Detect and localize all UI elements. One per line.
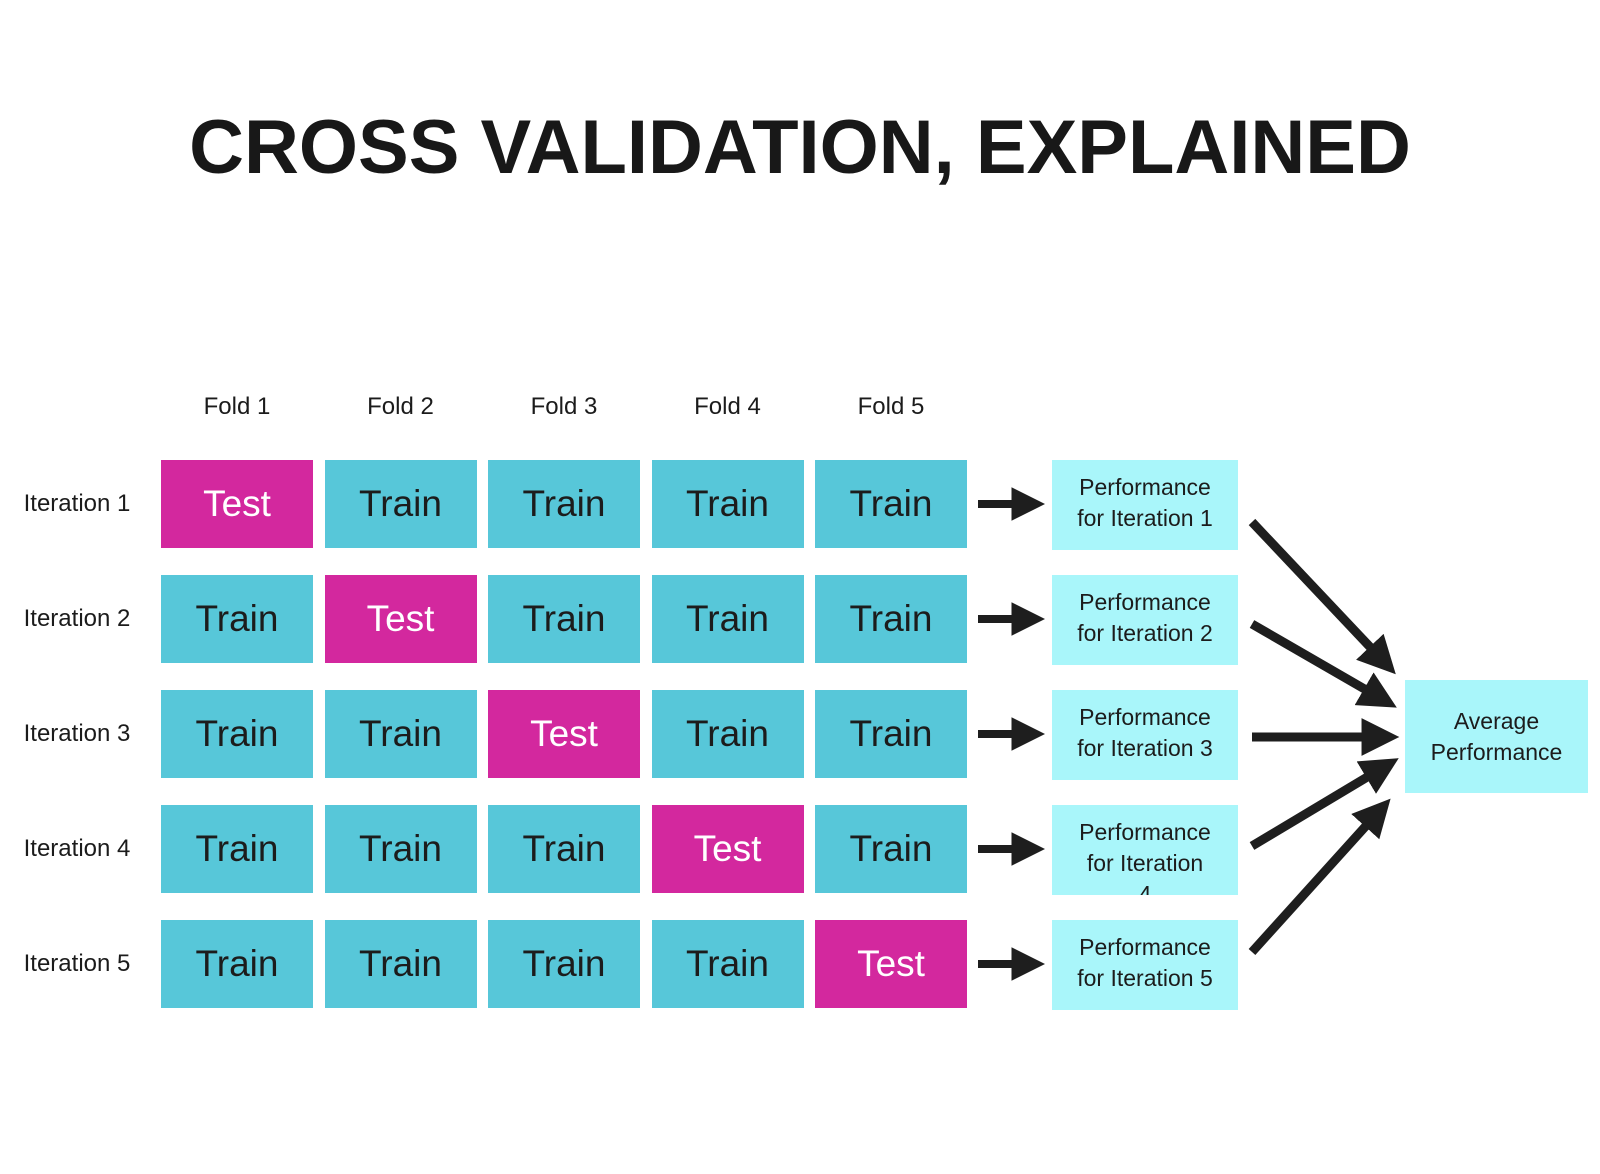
cell-iter1-fold2: Train (324, 460, 477, 548)
iteration-label-5: Iteration 5 (23, 950, 131, 977)
performance-box-2-line1: Performance (1079, 589, 1211, 615)
cell-iter5-fold4: Train (651, 920, 804, 1008)
cell-iter2-fold5: Train (815, 575, 967, 663)
performance-box-5: Performance for Iteration 5 (1052, 920, 1238, 1010)
page-title: CROSS VALIDATION, EXPLAINED (189, 105, 1411, 190)
cell-iter3-fold4: Train (651, 690, 804, 778)
fold-headers: Fold 1 Fold 2 Fold 3 Fold 4 Fold 5 (161, 390, 967, 424)
fold-header-3: Fold 3 (530, 393, 598, 420)
cell-iter4-fold2: Train (324, 805, 477, 893)
performance-box-4-line3: 4 (1138, 881, 1152, 895)
fold-header-4: Fold 4 (694, 393, 761, 420)
performance-box-5-line2: for Iteration 5 (1077, 965, 1213, 991)
cell-iter1-fold1: Test (161, 460, 313, 548)
grid-row-iteration-5: Train Train Train Train Test (161, 920, 967, 1008)
arrow-performance2-to-average-icon (1249, 620, 1397, 708)
iteration-label-2: Iteration 2 (23, 605, 131, 632)
performance-box-4-line2: for Iteration (1086, 850, 1204, 876)
cell-iter3-fold5: Train (815, 690, 967, 778)
cell-iter3-fold2: Train (324, 690, 477, 778)
cell-iter4-fold1: Train (161, 805, 313, 893)
fold-header-1: Fold 1 (203, 393, 271, 420)
performance-box-5-line1: Performance (1079, 934, 1211, 960)
grid-row-iteration-1: Test Train Train Train Train (161, 460, 967, 548)
iteration-label-4: Iteration 4 (23, 835, 131, 862)
arrow-performance5-to-average-icon (1248, 798, 1391, 956)
fold-header-5: Fold 5 (857, 393, 925, 420)
iteration-label-1: Iteration 1 (23, 490, 131, 517)
cell-iter2-fold2: Test (324, 575, 477, 663)
cell-iter3-fold1: Train (161, 690, 313, 778)
cell-iter1-fold3: Train (488, 460, 640, 548)
performance-box-3-line2: for Iteration 3 (1077, 735, 1213, 761)
grid-row-iteration-3: Train Train Test Train Train (161, 690, 967, 778)
iteration-label-3: Iteration 3 (23, 720, 131, 747)
cell-iter5-fold5: Test (815, 920, 967, 1008)
cell-iter2-fold4: Train (651, 575, 804, 663)
performance-box-3-line1: Performance (1079, 704, 1211, 730)
cell-iter1-fold5: Train (815, 460, 967, 548)
fold-header-2: Fold 2 (367, 393, 434, 420)
grid-row-iteration-2: Train Test Train Train Train (161, 575, 967, 663)
average-performance-box: Average Performance (1405, 680, 1588, 793)
cell-iter2-fold3: Train (488, 575, 640, 663)
performance-box-4: Performance for Iteration 4 (1052, 805, 1238, 895)
cell-iter4-fold4: Test (651, 805, 804, 893)
performance-box-1-line2: for Iteration 1 (1077, 505, 1213, 531)
cell-iter2-fold1: Train (161, 575, 313, 663)
average-performance-line2: Performance (1430, 738, 1563, 765)
arrow-performance1-to-average-icon (1248, 518, 1396, 675)
performance-box-1: Performance for Iteration 1 (1052, 460, 1238, 550)
cell-iter5-fold1: Train (161, 920, 313, 1008)
average-performance-line1: Average (1453, 707, 1540, 734)
cell-iter5-fold3: Train (488, 920, 640, 1008)
cell-iter4-fold5: Train (815, 805, 967, 893)
cell-iter1-fold4: Train (651, 460, 804, 548)
performance-box-2-line2: for Iteration 2 (1077, 620, 1213, 646)
cell-iter3-fold3: Test (488, 690, 640, 778)
cell-iter4-fold3: Train (488, 805, 640, 893)
performance-box-1-line1: Performance (1079, 474, 1211, 500)
cell-iter5-fold2: Train (324, 920, 477, 1008)
grid-row-iteration-4: Train Train Train Test Train (161, 805, 967, 893)
performance-box-4-line1: Performance (1079, 819, 1211, 845)
performance-box-3: Performance for Iteration 3 (1052, 690, 1238, 780)
performance-box-2: Performance for Iteration 2 (1052, 575, 1238, 665)
arrow-performance4-to-average-icon (1249, 758, 1399, 850)
